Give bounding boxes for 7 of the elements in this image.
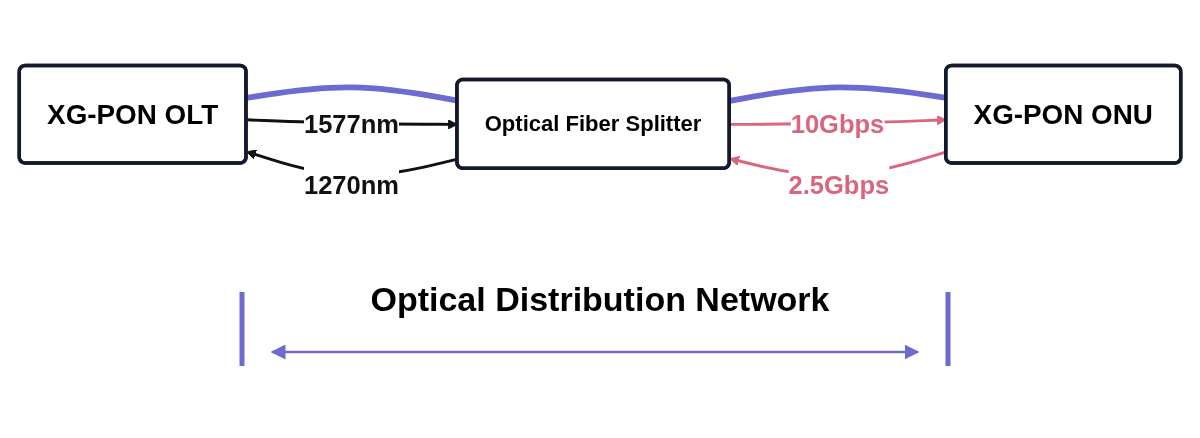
edge-label: 10Gbps <box>790 109 885 139</box>
dimension-label: Optical Distribution Network <box>370 280 830 319</box>
connector <box>246 84 458 104</box>
edge-label: 2.5Gbps <box>788 170 890 200</box>
edge-label: 1577nm <box>303 109 399 139</box>
connector <box>729 84 947 104</box>
edge-label: 1270nm <box>303 170 399 200</box>
